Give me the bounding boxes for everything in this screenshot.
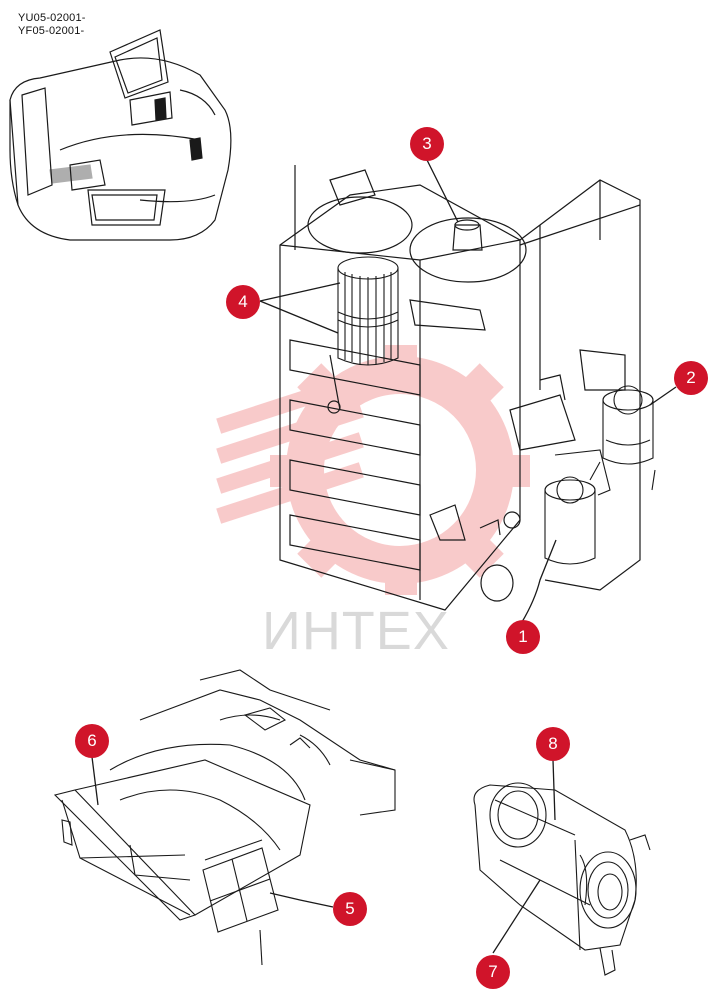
serial-code-2: YF05-02001- [18,25,85,37]
leader-line-5 [269,892,334,908]
leader-line-1 [521,539,557,623]
hydraulic-tank [279,165,641,611]
callout-4: 4 [226,285,260,319]
watermark-text: ИНТЕХ [262,601,450,661]
air-cleaner-elements [473,782,651,976]
leader-line-2 [649,386,677,406]
leader-line-4a [259,282,341,302]
callout-5: 5 [333,892,367,926]
leader-line-6 [91,756,99,806]
callout-7: 7 [476,955,510,989]
leader-lines [91,159,677,954]
serial-codes: YU05-02001- YF05-02001- [18,12,86,38]
callout-2: 2 [674,361,708,395]
leader-line-7 [492,879,541,954]
leader-line-8 [552,759,556,821]
return-filter-element [337,256,399,366]
callout-1: 1 [506,620,540,654]
callout-6: 6 [75,724,109,758]
callout-3: 3 [410,127,444,161]
leader-line-4b [259,300,339,334]
machine-overview [9,29,232,241]
fuel-filter [589,385,656,491]
callout-8: 8 [536,727,570,761]
watermark-gear-icon [216,345,530,595]
engine-oil-filter [544,449,611,565]
cabin-air-filter-assembly [53,669,396,966]
leader-line-3 [426,159,459,223]
serial-code-1: YU05-02001- [18,12,86,24]
